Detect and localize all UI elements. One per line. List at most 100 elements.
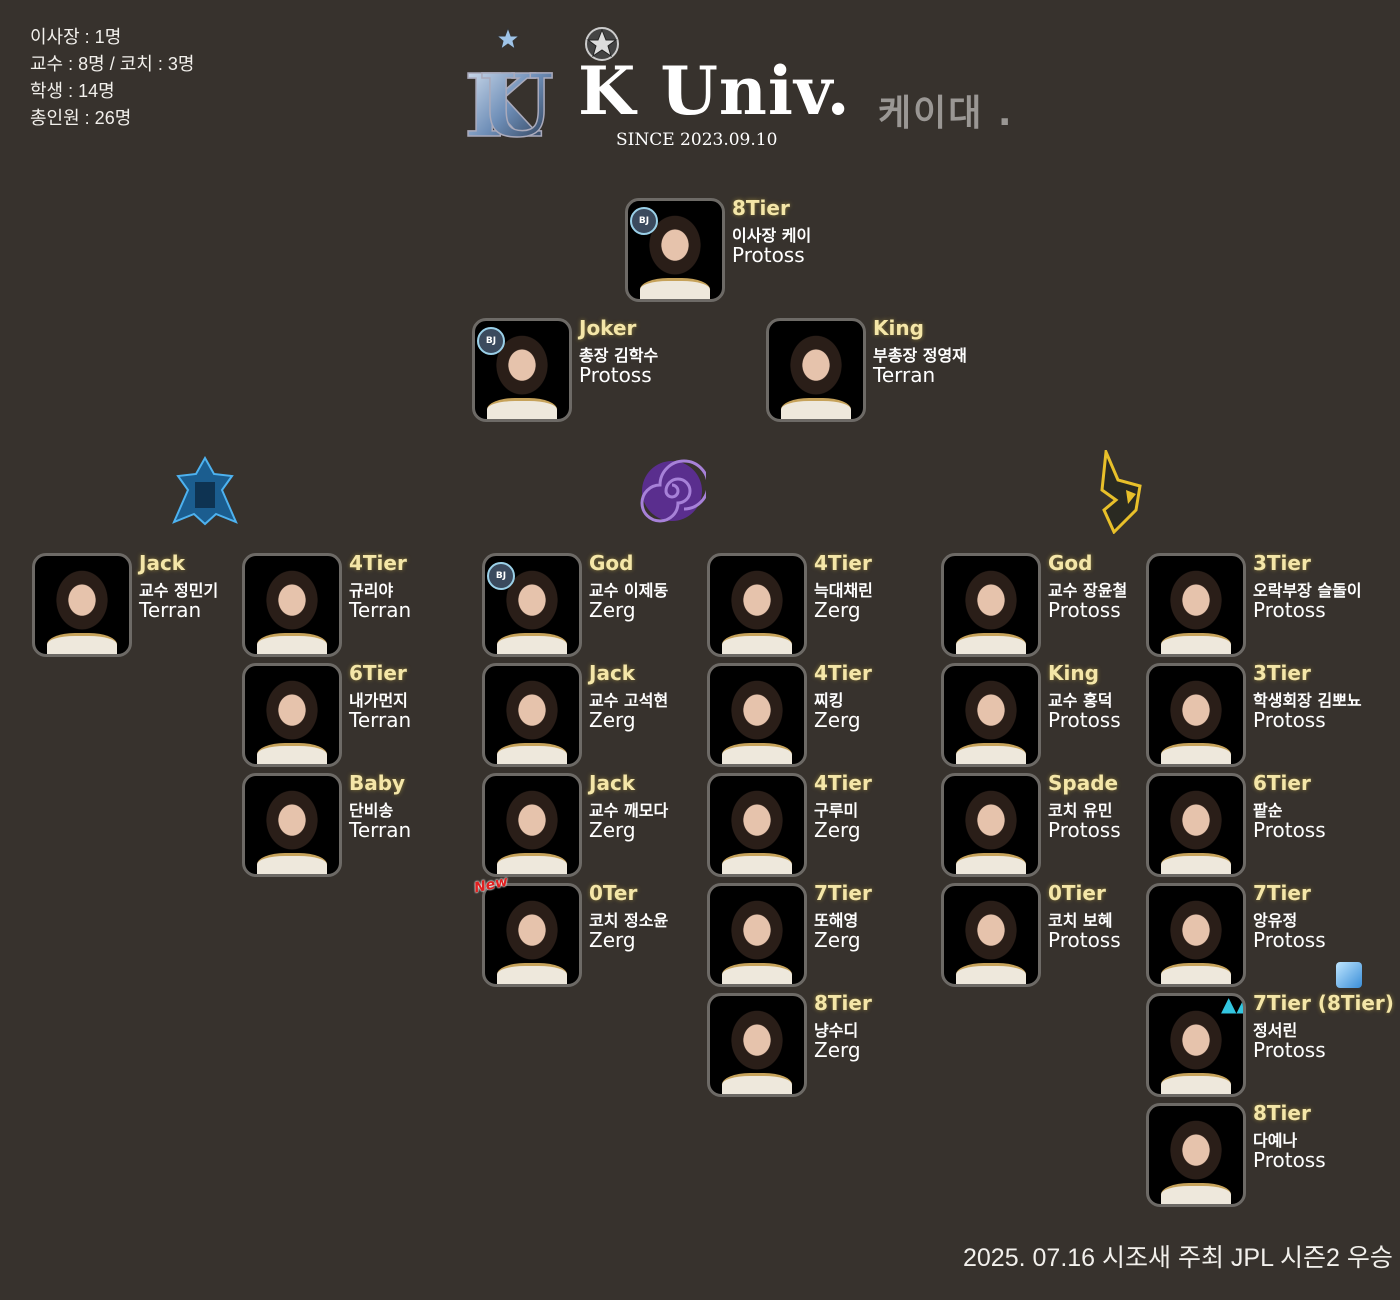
member-tier: 3Tier (1253, 551, 1311, 575)
uniform (1161, 743, 1231, 764)
member-photo[interactable]: BJ (472, 318, 572, 422)
member-race: Zerg (589, 818, 636, 842)
member-race: Zerg (814, 708, 861, 732)
member-photo[interactable] (941, 553, 1041, 657)
member-tier: Spade (1048, 771, 1119, 795)
uniform (722, 853, 792, 874)
member-name: 교수 장윤철 (1048, 581, 1128, 600)
member-photo[interactable]: ▲▲ (1146, 993, 1246, 1097)
member-photo[interactable] (242, 663, 342, 767)
member-tier: 8Tier (732, 196, 790, 220)
member-photo[interactable] (1146, 773, 1246, 877)
star-icon (585, 27, 619, 61)
member-photo[interactable]: BJ (625, 198, 725, 302)
member-name: 단비송 (349, 801, 394, 820)
terran-icon (172, 456, 238, 526)
uniform (722, 1073, 792, 1094)
uniform (956, 633, 1026, 654)
member-photo[interactable] (707, 663, 807, 767)
member-photo[interactable] (1146, 883, 1246, 987)
bj-badge-icon: BJ (630, 207, 658, 235)
member-race: Protoss (579, 363, 652, 387)
member-photo[interactable] (482, 663, 582, 767)
member-photo[interactable] (482, 883, 582, 987)
member-photo[interactable] (482, 773, 582, 877)
member-tier: King (873, 316, 924, 340)
member-photo[interactable] (242, 773, 342, 877)
member-photo[interactable] (707, 553, 807, 657)
member-name: 규리야 (349, 581, 394, 600)
member-tier: Jack (589, 661, 636, 685)
member-tier: 7Tier (814, 881, 872, 905)
member-name: 정서린 (1253, 1021, 1298, 1040)
member-tier: Jack (589, 771, 636, 795)
uniform (956, 963, 1026, 984)
ku-logo-icon: KU (463, 28, 555, 140)
member-name: 앙유정 (1253, 911, 1298, 930)
stat-professors-coaches: 교수 : 8명 / 코치 : 3명 (30, 54, 195, 74)
member-tier: 0Tier (1048, 881, 1106, 905)
uniform (257, 853, 327, 874)
uniform (956, 853, 1026, 874)
uniform (1161, 1183, 1231, 1204)
member-tier: 4Tier (814, 661, 872, 685)
member-photo[interactable] (1146, 553, 1246, 657)
uniform (47, 633, 117, 654)
member-photo[interactable] (941, 883, 1041, 987)
member-race: Terran (349, 818, 412, 842)
member-photo[interactable] (707, 773, 807, 877)
stat-chairman: 이사장 : 1명 (30, 27, 122, 47)
uniform (487, 398, 557, 419)
member-name: 내가먼지 (349, 691, 408, 710)
member-name: 팥순 (1253, 801, 1283, 820)
member-photo[interactable]: BJ (482, 553, 582, 657)
uniform (1161, 963, 1231, 984)
member-photo[interactable] (32, 553, 132, 657)
member-race: Terran (139, 598, 202, 622)
member-race: Zerg (589, 598, 636, 622)
ice-cube-icon (1336, 962, 1362, 988)
member-tier: God (589, 551, 634, 575)
uniform (497, 633, 567, 654)
member-photo[interactable] (1146, 1103, 1246, 1207)
member-race: Zerg (814, 818, 861, 842)
member-tier: 7Tier (1253, 881, 1311, 905)
member-photo[interactable] (707, 883, 807, 987)
member-race: Protoss (1253, 1148, 1326, 1172)
member-name: 냥수디 (814, 1021, 859, 1040)
member-photo[interactable] (242, 553, 342, 657)
member-photo[interactable] (941, 663, 1041, 767)
member-tier: Joker (579, 316, 637, 340)
member-tier: 3Tier (1253, 661, 1311, 685)
tier-up-arrow-icon: ▲▲ (1221, 993, 1243, 1016)
member-photo[interactable] (1146, 663, 1246, 767)
bj-badge-icon: BJ (487, 562, 515, 590)
uniform (722, 633, 792, 654)
member-tier: 4Tier (814, 771, 872, 795)
member-race: Protoss (1253, 818, 1326, 842)
member-race: Protoss (1253, 1038, 1326, 1062)
member-photo[interactable] (707, 993, 807, 1097)
member-photo[interactable] (766, 318, 866, 422)
logo-since: SINCE 2023.09.10 (616, 130, 778, 150)
member-name: 부총장 정영재 (873, 346, 967, 365)
member-name: 교수 깨모다 (589, 801, 669, 820)
member-photo[interactable] (941, 773, 1041, 877)
member-tier: 4Tier (349, 551, 407, 575)
member-name: 또해영 (814, 911, 859, 930)
member-tier: 7Tier (8Tier) (1253, 991, 1394, 1015)
member-race: Terran (349, 708, 412, 732)
